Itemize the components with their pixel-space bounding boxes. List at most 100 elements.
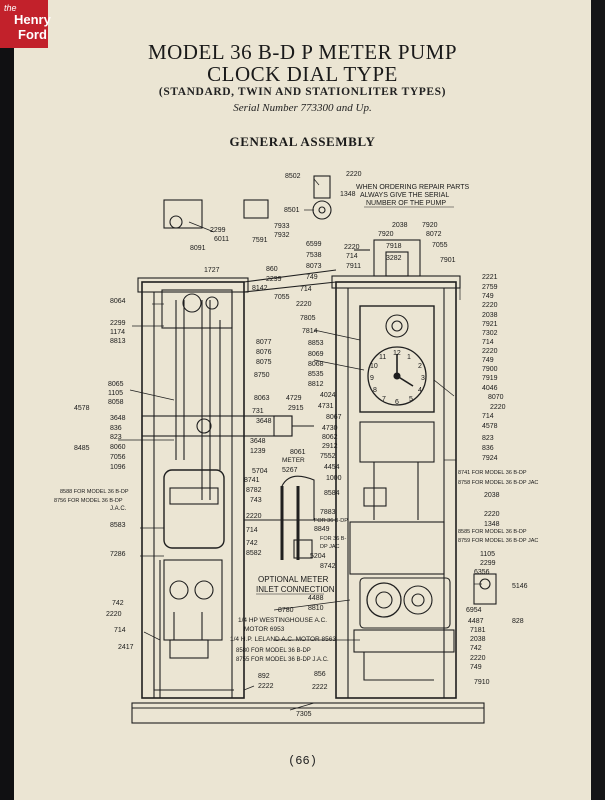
part-label: 7920 xyxy=(378,231,394,238)
part-label: 7924 xyxy=(482,455,498,462)
part-label: 8065 xyxy=(108,381,124,388)
part-label: 4488 xyxy=(308,595,324,602)
part-label: 8584 xyxy=(324,490,340,497)
svg-text:6: 6 xyxy=(395,399,399,406)
svg-text:WHEN ORDERING REPAIR PARTS: WHEN ORDERING REPAIR PARTS xyxy=(356,184,470,191)
part-label: 7933 xyxy=(274,223,290,230)
part-label: 8068 xyxy=(308,361,324,368)
part-label: 1/4 H.P. LELAND A.C. MOTOR 8563 xyxy=(230,636,336,643)
part-label: 8582 xyxy=(246,550,262,557)
part-label: 1174 xyxy=(110,329,125,336)
part-label: 860 xyxy=(266,266,278,273)
part-label: 4729 xyxy=(286,395,302,402)
part-label: 7055 xyxy=(432,242,448,249)
part-label: 714 xyxy=(482,339,494,346)
part-label: 7552 xyxy=(320,453,336,460)
part-label: 1000 xyxy=(326,475,342,482)
part-label: 8849 xyxy=(314,526,330,533)
part-label: 2912 xyxy=(322,443,338,450)
part-label: 5204 xyxy=(310,553,326,560)
part-label: 1096 xyxy=(110,464,126,471)
part-label: 2220 xyxy=(246,513,262,520)
part-label: 3648 xyxy=(110,415,126,422)
part-label: 4024 xyxy=(320,392,336,399)
section-heading: GENERAL ASSEMBLY xyxy=(229,134,376,149)
part-label: 8076 xyxy=(256,349,272,356)
page-title-line2: CLOCK DIAL TYPE xyxy=(207,62,398,86)
henry-ford-logo: the Henry Ford xyxy=(0,0,51,48)
clock-dial-numerals: 12 1 2 3 4 5 6 7 8 9 10 11 xyxy=(370,350,425,406)
part-label: 742 xyxy=(470,645,482,652)
part-label: 8070 xyxy=(488,394,504,401)
serial-number-line: Serial Number 773300 and Up. xyxy=(233,102,372,114)
part-label: 3282 xyxy=(386,255,402,262)
part-label: 823 xyxy=(110,434,122,441)
svg-text:1: 1 xyxy=(407,354,411,361)
part-number-labels: 8502 2220 1348 8501 2299 6011 8091 7933 … xyxy=(54,171,538,718)
part-label: 836 xyxy=(110,425,122,432)
part-label: 2220 xyxy=(346,171,362,178)
svg-text:INLET CONNECTION: INLET CONNECTION xyxy=(256,585,335,594)
part-label: 823 xyxy=(482,435,494,442)
part-label: 5146 xyxy=(512,583,528,590)
part-label: 2220 xyxy=(482,348,498,355)
part-label: 8073 xyxy=(306,263,322,270)
part-label: 1348 xyxy=(340,191,356,198)
part-label: 7055 xyxy=(274,294,290,301)
part-label: 7591 xyxy=(252,237,268,244)
svg-text:7: 7 xyxy=(382,396,386,403)
part-label: 749 xyxy=(482,357,494,364)
part-label: 7932 xyxy=(274,232,290,239)
general-assembly-diagram: WHEN ORDERING REPAIR PARTS ALWAYS GIVE T… xyxy=(54,171,538,724)
part-label: 2915 xyxy=(288,405,304,412)
catalog-page: MODEL 36 B-D P METER PUMP CLOCK DIAL TYP… xyxy=(14,0,591,800)
part-label: 8502 xyxy=(285,173,301,180)
part-label: 5267 xyxy=(282,467,298,474)
part-label: 8091 xyxy=(190,245,206,252)
meter-label: METER xyxy=(282,457,305,464)
part-label: 2220 xyxy=(344,244,360,251)
part-label: 8063 xyxy=(254,395,270,402)
part-label: 2417 xyxy=(118,644,134,651)
part-label: 7302 xyxy=(482,330,498,337)
part-label: 7814 xyxy=(302,328,318,335)
part-label: J.A.C. xyxy=(110,506,127,512)
svg-text:8: 8 xyxy=(373,387,377,394)
part-label: 8058 xyxy=(108,399,124,406)
part-label: 4046 xyxy=(482,385,498,392)
part-label: 5704 xyxy=(252,468,268,475)
part-label: 8780 xyxy=(278,607,294,614)
part-label: 2222 xyxy=(258,683,274,690)
part-label: 2299 xyxy=(210,227,226,234)
part-label: 7181 xyxy=(470,627,486,634)
page-subtitle: (STANDARD, TWIN AND STATIONLITER TYPES) xyxy=(158,86,447,98)
part-label: 8142 xyxy=(252,285,268,292)
part-label: 4578 xyxy=(74,405,90,412)
part-label: 1/4 HP WESTINGHOUSE A.C. xyxy=(238,617,327,624)
part-label: 2759 xyxy=(482,284,498,291)
part-label: 7056 xyxy=(110,454,126,461)
part-label: 8588 FOR MODEL 36 B-DP xyxy=(60,489,129,495)
part-label: 8782 xyxy=(246,487,262,494)
part-label: 714 xyxy=(246,527,258,534)
svg-text:5: 5 xyxy=(409,396,413,403)
part-label: 8853 xyxy=(308,340,324,347)
part-label: 7286 xyxy=(110,551,126,558)
part-label: 4578 xyxy=(482,423,498,430)
part-label: 8060 xyxy=(110,444,126,451)
svg-text:NUMBER OF THE PUMP: NUMBER OF THE PUMP xyxy=(366,200,446,207)
part-label: 8062 xyxy=(322,434,338,441)
part-label: 714 xyxy=(346,253,358,260)
part-label: 2038 xyxy=(470,636,486,643)
part-label: 2038 xyxy=(482,312,498,319)
part-label: 3648 xyxy=(256,418,272,425)
part-label: 7883 xyxy=(320,509,336,516)
svg-text:12: 12 xyxy=(393,350,401,357)
part-label: 2220 xyxy=(296,301,312,308)
part-label: 1348 xyxy=(484,521,500,528)
part-label: 856 xyxy=(314,671,326,678)
part-label: FOR 36 B-DP xyxy=(314,518,348,524)
part-label: 2221 xyxy=(482,274,498,281)
part-label: 8741 FOR MODEL 36 B-DP xyxy=(458,470,527,476)
part-label: 2038 xyxy=(392,222,408,229)
